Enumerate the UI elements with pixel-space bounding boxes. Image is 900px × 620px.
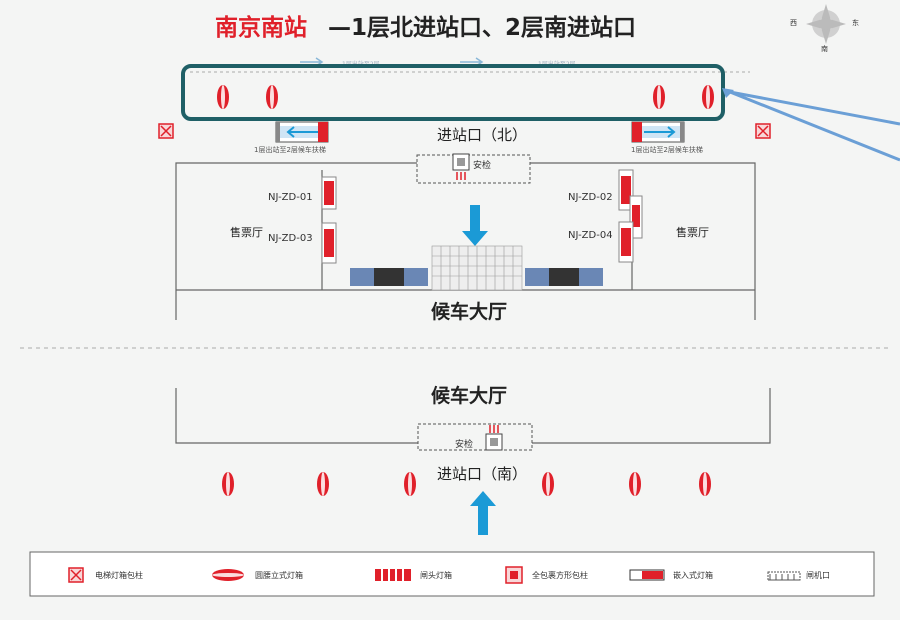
south-building-outline — [175, 388, 771, 444]
oval-lightbox-icon — [404, 472, 416, 496]
ticket-counters — [350, 268, 603, 286]
north-waiting-hall-label: 候车大厅 — [431, 301, 508, 323]
gate-machine-grid — [431, 245, 523, 291]
south-security-label: 安检 — [455, 440, 474, 450]
elevator-pillar-icon — [755, 123, 771, 139]
north-gate-label: 进站口（北） — [437, 126, 528, 144]
callout-pointer — [722, 88, 900, 162]
oval-lightbox-icon — [542, 472, 554, 496]
oval-lightbox-icon — [699, 472, 711, 496]
legend-label-gate-lightbox: 闸头灯箱 — [420, 571, 452, 580]
oval-lightbox-icon — [702, 85, 714, 109]
security-scanner-icon — [452, 153, 470, 180]
gate-machine-icon — [767, 571, 801, 581]
south-waiting-hall-label: 候车大厅 — [431, 385, 508, 407]
highlight-box — [181, 64, 725, 121]
elevator-pillar-icon — [158, 123, 174, 139]
oval-lightbox-icon — [212, 569, 244, 581]
compass-icon — [806, 4, 846, 44]
embedded-lightbox-icon — [321, 169, 643, 264]
north-security-label: 安检 — [473, 161, 492, 171]
escalator-right-label: 1层出站至2层候车扶梯 — [631, 146, 703, 154]
oval-lightbox-icon — [217, 85, 229, 109]
oval-lightbox-icon — [266, 85, 278, 109]
legend-box — [29, 551, 875, 597]
station-title: 南京南站 — [215, 15, 307, 41]
entrance-arrow-up-icon — [470, 491, 496, 535]
legend-label-gate-machine: 闸机口 — [806, 571, 830, 580]
oval-lightbox-icon — [653, 85, 665, 109]
security-scanner-icon — [485, 425, 503, 451]
gate-lightbox-icon — [375, 569, 411, 581]
square-pillar-icon — [505, 566, 523, 584]
compass-west-label: 西 — [790, 19, 797, 27]
ticket-hall-right-label: 售票厅 — [676, 226, 709, 239]
page-subtitle: —1层北进站口、2层南进站口 — [328, 15, 637, 41]
compass-south-label: 南 — [821, 45, 828, 53]
oval-lightbox-icon — [629, 472, 641, 496]
oval-lightbox-icon — [317, 472, 329, 496]
legend-label-oval-lightbox: 圆腰立式灯箱 — [255, 571, 303, 580]
legend-label-elevator-pillar: 电梯灯箱包柱 — [95, 571, 143, 580]
elevator-pillar-icon — [68, 567, 84, 583]
ad-label-nj-zd-01: NJ-ZD-01 — [268, 192, 313, 203]
ticket-hall-left-label: 售票厅 — [230, 226, 263, 239]
embedded-lightbox-icon — [629, 569, 665, 581]
escalator-right — [631, 121, 685, 143]
compass-east-label: 东 — [852, 19, 859, 27]
ad-label-nj-zd-02: NJ-ZD-02 — [568, 192, 613, 203]
south-gate-label: 进站口（南） — [437, 465, 528, 483]
legend-label-embedded-lightbox: 嵌入式灯箱 — [673, 571, 713, 580]
legend-label-square-pillar: 全包裹方形包柱 — [532, 571, 588, 580]
entrance-arrow-down-icon — [462, 205, 488, 246]
escalator-left — [275, 121, 329, 143]
oval-lightbox-icon — [222, 472, 234, 496]
escalator-left-label: 1层出站至2层候车扶梯 — [254, 146, 326, 154]
ad-label-nj-zd-03: NJ-ZD-03 — [268, 233, 313, 244]
ad-label-nj-zd-04: NJ-ZD-04 — [568, 230, 613, 241]
